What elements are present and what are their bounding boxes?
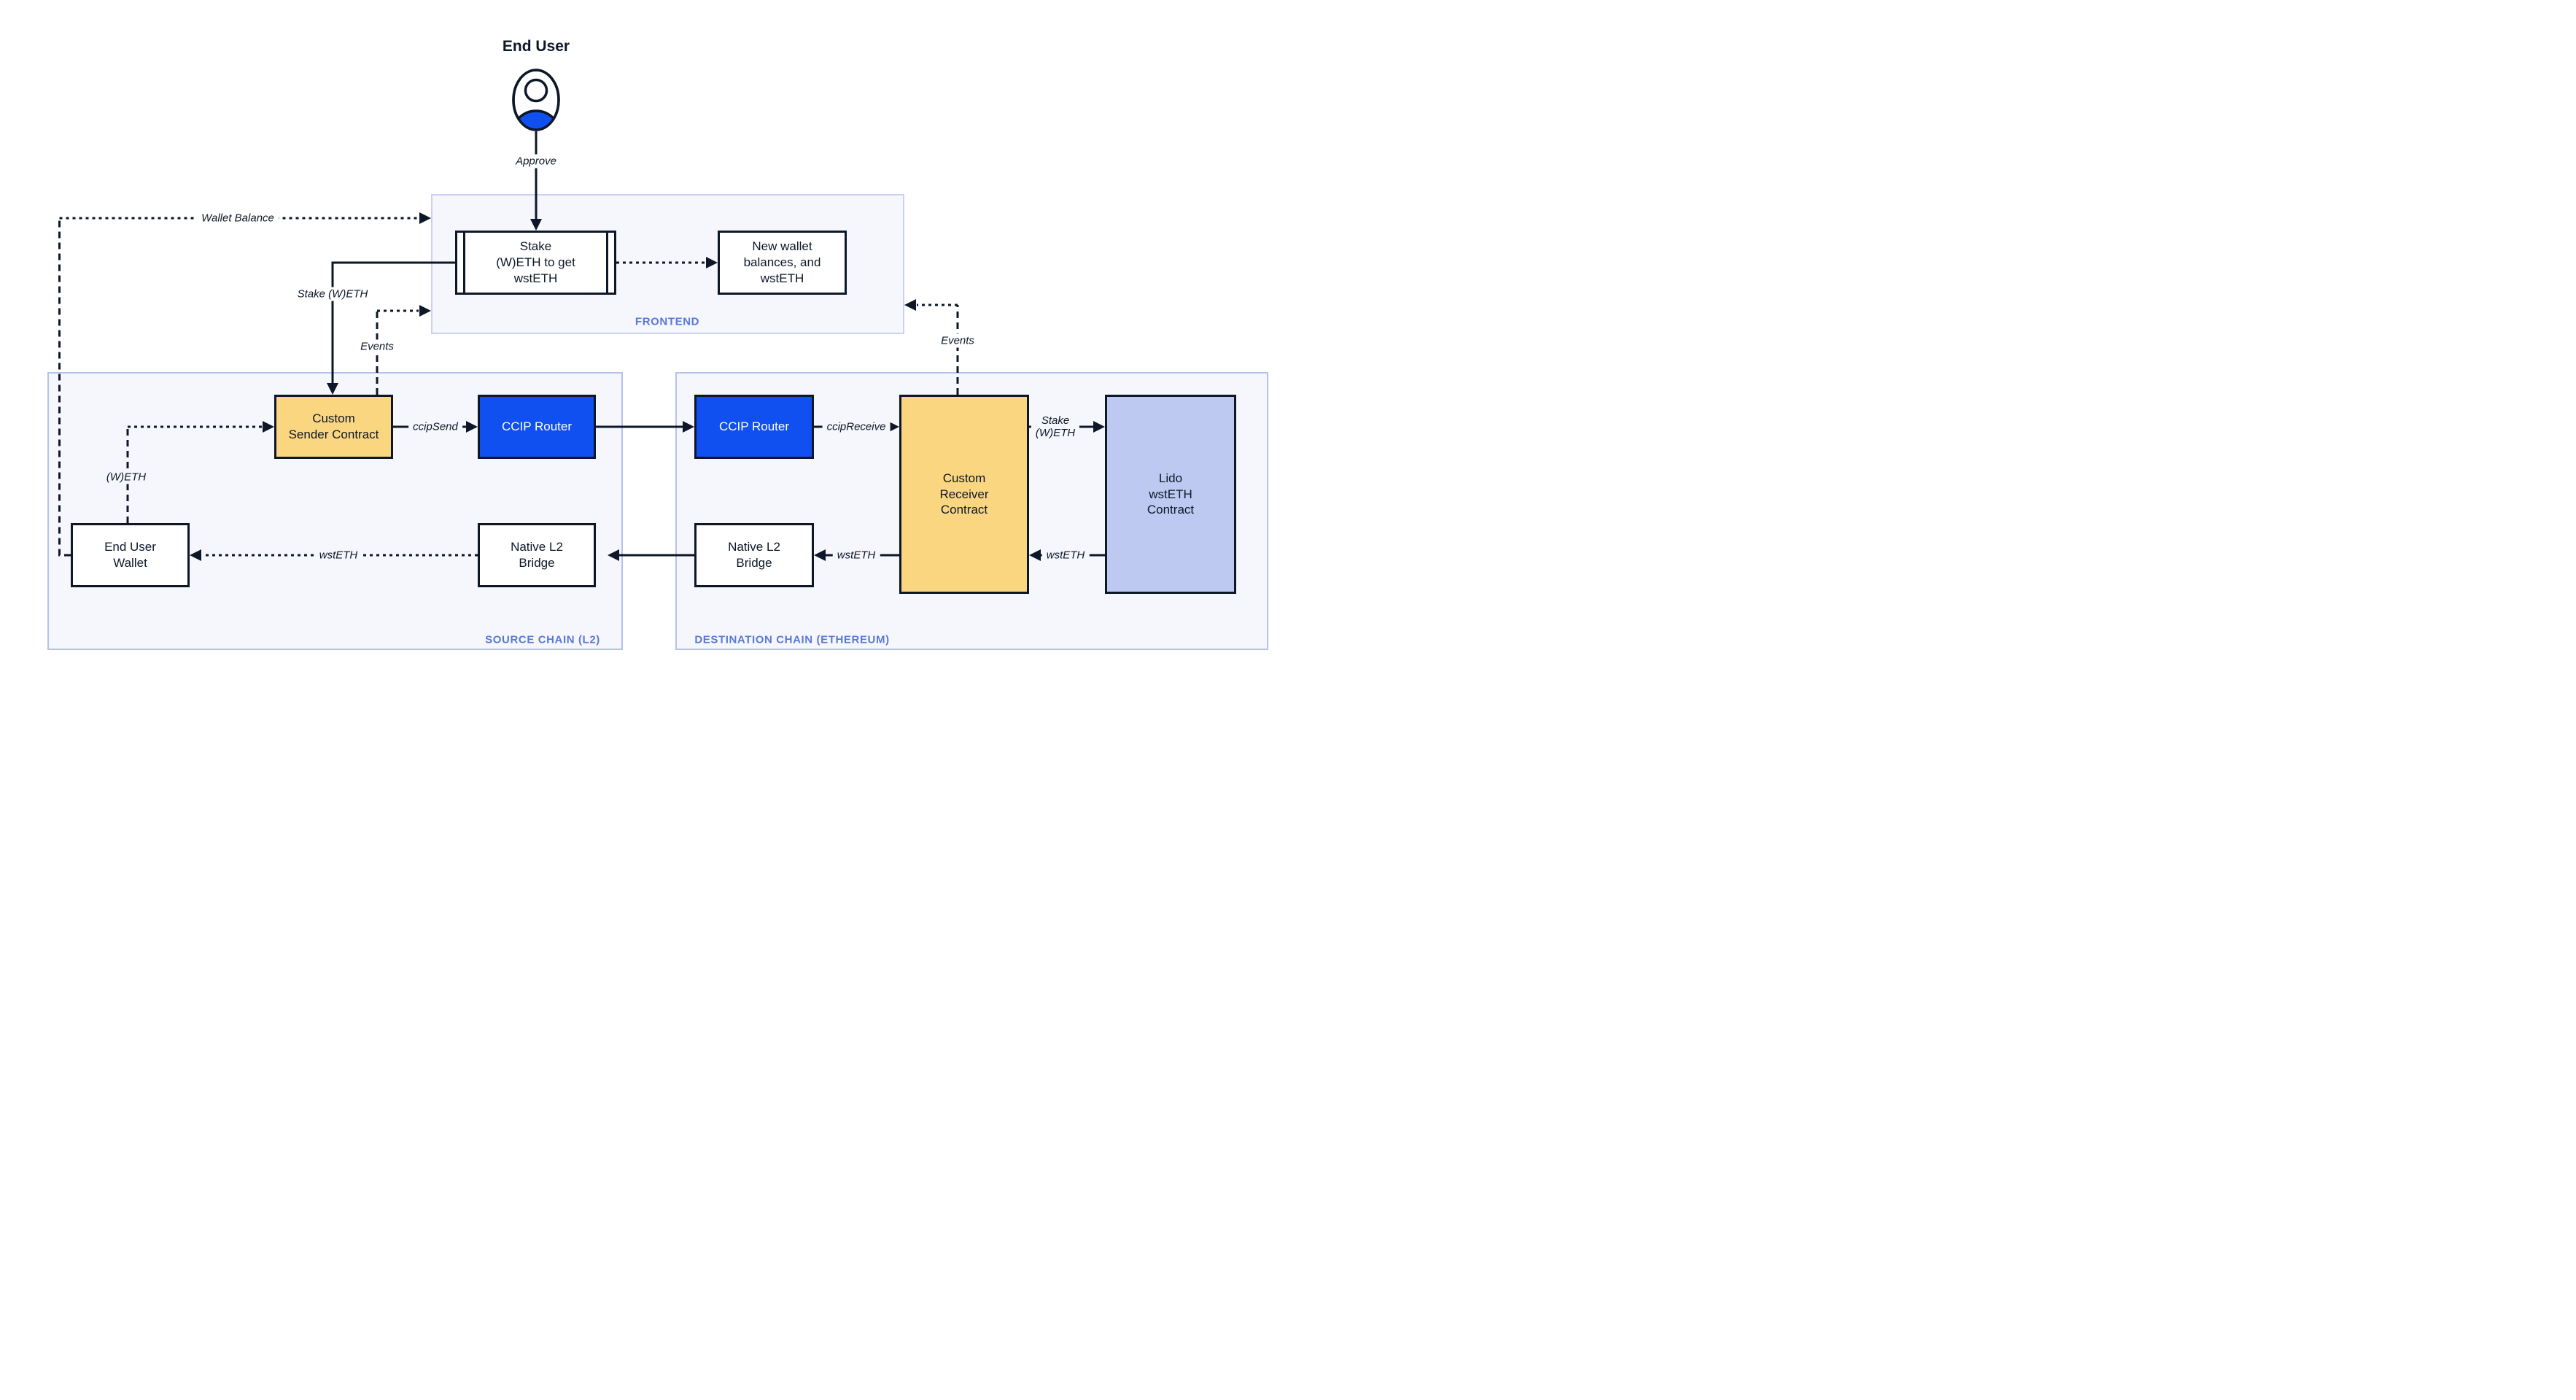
custom-sender-contract: Custom Sender Contract xyxy=(274,395,393,459)
stake-weth-right-label: Stake (W)ETH xyxy=(1031,414,1080,440)
stake-box-label: Stake (W)ETH to get wstETH xyxy=(496,239,575,285)
events-left-arrowhead xyxy=(419,305,431,317)
predefined-process-bar-left xyxy=(463,233,465,293)
events-right-arrowhead xyxy=(904,299,916,311)
wallet-balance-arrowhead xyxy=(419,212,431,224)
ccip-router-source-label: CCIP Router xyxy=(501,419,573,434)
custom-sender-contract-label: Custom Sender Contract xyxy=(288,411,379,441)
ccip-router-destination-label: CCIP Router xyxy=(718,419,790,434)
end-user-wallet-label: End User Wallet xyxy=(104,540,156,570)
stake-box: Stake (W)ETH to get wstETH xyxy=(455,231,616,295)
person-icon xyxy=(512,69,560,131)
wsteth-to-wallet-label: wstETH xyxy=(314,548,362,562)
frontend-zone-label: FRONTEND xyxy=(635,315,700,328)
predefined-process-bar-right xyxy=(606,233,608,293)
ccip-router-source: CCIP Router xyxy=(478,395,596,459)
end-user-title: End User xyxy=(502,38,570,55)
person-icon-body xyxy=(512,69,560,131)
lido-wsteth-contract-label: Lido wstETH Contract xyxy=(1147,471,1195,517)
events-right-label: Events xyxy=(936,333,979,348)
end-user-wallet: End User Wallet xyxy=(71,523,190,587)
destination-chain-zone-label: DESTINATION CHAIN (ETHEREUM) xyxy=(694,633,890,646)
weth-label: (W)ETH xyxy=(101,470,151,484)
wallet-balance-label: Wallet Balance xyxy=(197,211,279,225)
new-wallet-box: New wallet balances, and wstETH xyxy=(718,231,847,295)
diagram-canvas: Stake (W)ETH to get wstETH New wallet ba… xyxy=(0,0,1288,700)
person-icon-outline xyxy=(512,69,560,131)
approve-label: Approve xyxy=(511,154,561,169)
wsteth-from-lido-label: wstETH xyxy=(1041,548,1090,562)
native-l2-bridge-source: Native L2 Bridge xyxy=(478,523,596,587)
custom-receiver-contract-label: Custom Receiver Contract xyxy=(939,471,989,517)
stake-weth-left-label: Stake (W)ETH xyxy=(292,287,373,301)
wsteth-to-bridge-label: wstETH xyxy=(832,548,880,562)
lido-wsteth-contract: Lido wstETH Contract xyxy=(1105,395,1236,594)
ccipreceive-label: ccipReceive xyxy=(822,419,891,434)
native-l2-bridge-destination: Native L2 Bridge xyxy=(694,523,814,587)
ccipsend-label: ccipSend xyxy=(408,419,462,434)
native-l2-bridge-destination-label: Native L2 Bridge xyxy=(728,540,780,570)
person-icon-head xyxy=(524,78,548,103)
source-chain-zone-label: SOURCE CHAIN (L2) xyxy=(485,633,600,646)
person-icon-shoulders xyxy=(513,109,559,130)
native-l2-bridge-source-label: Native L2 Bridge xyxy=(511,540,563,570)
ccip-router-destination: CCIP Router xyxy=(694,395,814,459)
custom-receiver-contract: Custom Receiver Contract xyxy=(899,395,1029,594)
new-wallet-box-label: New wallet balances, and wstETH xyxy=(743,239,821,285)
events-left-label: Events xyxy=(356,339,398,354)
